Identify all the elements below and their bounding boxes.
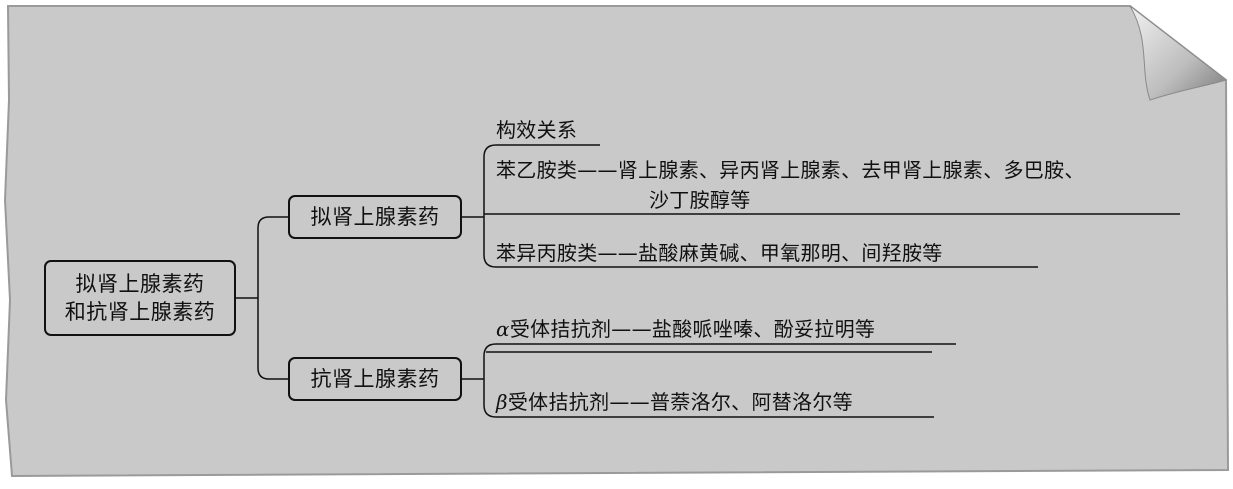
agonist-node: 拟肾上腺素药 [288, 195, 462, 239]
bracket-antagonist [483, 343, 497, 418]
connector-lines [236, 144, 1180, 418]
alpha-symbol: α [496, 317, 510, 341]
beta-symbol: β [496, 390, 508, 414]
antagonist-label: 抗肾上腺素药 [310, 367, 440, 391]
leaf-phenethylamine-line-2: 沙丁胺醇等 [649, 188, 751, 212]
connector-root-agonist [257, 216, 288, 298]
antagonist-node: 抗肾上腺素药 [288, 357, 462, 401]
alpha-text: 受体拮抗剂——盐酸哌唑嗪、酚妥拉明等 [509, 317, 876, 341]
bracket-agonist [483, 144, 497, 268]
leaf-phenethylamine-line-1: 苯乙胺类——肾上腺素、异丙肾上腺素、去甲肾上腺素、多巴胺、 [496, 158, 1085, 182]
leaf-sar: 构效关系 [496, 118, 578, 142]
leaf-alpha-blocker: α受体拮抗剂——盐酸哌唑嗪、酚妥拉明等 [496, 316, 875, 342]
agonist-label: 拟肾上腺素药 [310, 205, 440, 229]
connector-root-antagonist [257, 298, 288, 380]
root-line-1: 拟肾上腺素药 [75, 272, 205, 296]
root-line-2: 和抗肾上腺素药 [64, 300, 216, 324]
root-node: 拟肾上腺素药 和抗肾上腺素药 [44, 260, 236, 336]
leaf-beta-blocker: β受体拮抗剂——普萘洛尔、阿替洛尔等 [496, 389, 853, 415]
beta-text: 受体拮抗剂——普萘洛尔、阿替洛尔等 [507, 390, 853, 414]
page-curl [1129, 5, 1228, 101]
leaf-phenylisopropylamine: 苯异丙胺类——盐酸麻黄碱、甲氧那明、间羟胺等 [496, 241, 943, 265]
